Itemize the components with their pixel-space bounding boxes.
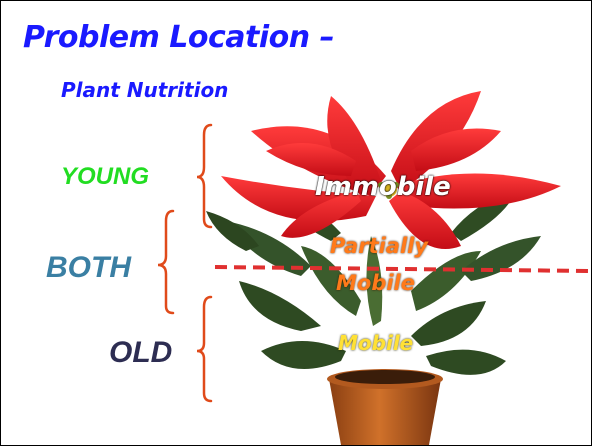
red-bracts (221, 91, 561, 249)
old-label: OLD (109, 336, 172, 370)
partially-zone-label: Partially (330, 234, 428, 258)
old-bracket (197, 297, 211, 401)
mobile-zone-label: Mobile (338, 331, 413, 355)
young-bracket (197, 125, 211, 227)
young-label: YOUNG (61, 163, 149, 191)
immobile-zone-label: Immobile (315, 172, 451, 202)
partially-mobile-zone-label: Mobile (336, 271, 415, 295)
both-bracket (158, 211, 173, 313)
both-label: BOTH (46, 251, 131, 285)
pot (327, 369, 443, 445)
